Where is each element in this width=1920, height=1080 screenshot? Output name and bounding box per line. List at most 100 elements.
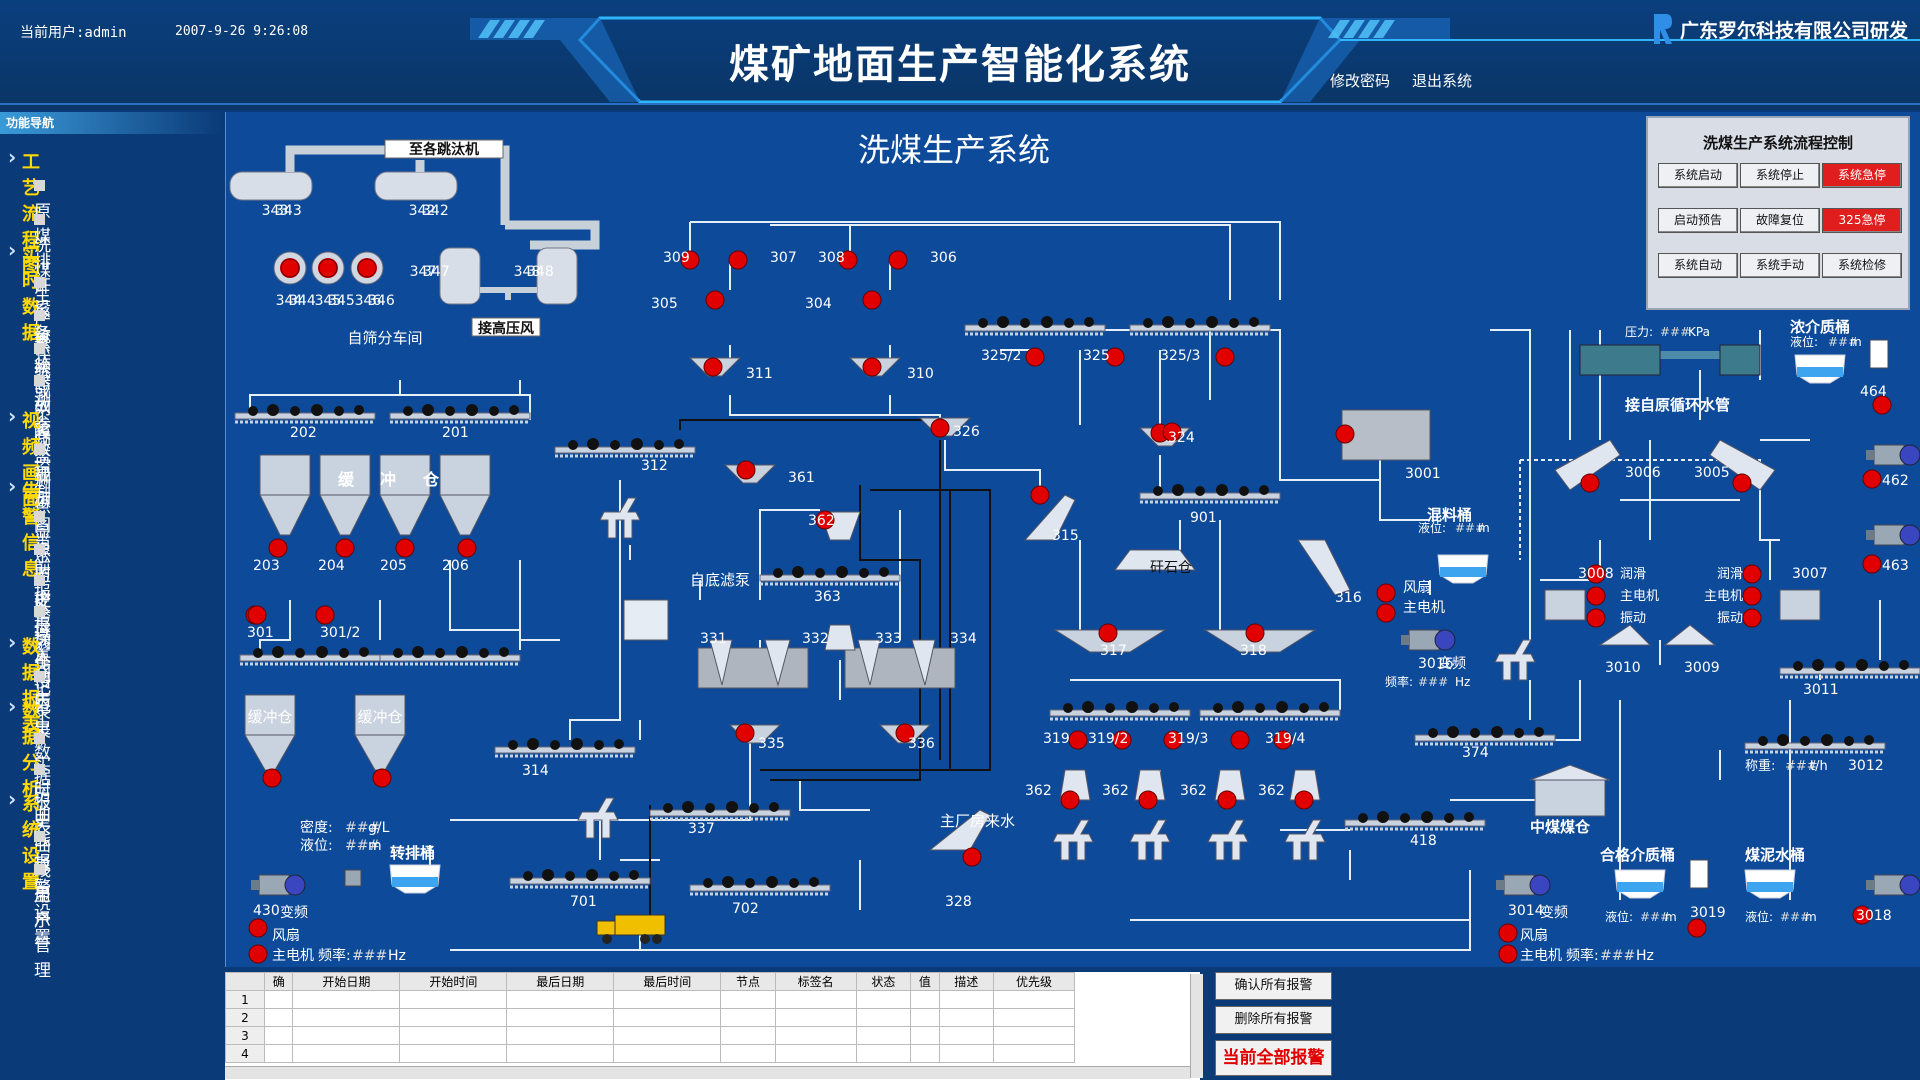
status-light[interactable]	[1498, 923, 1518, 943]
delete-all-alarms-button[interactable]: 删除所有报警	[1215, 1006, 1332, 1034]
status-light[interactable]	[457, 538, 477, 558]
status-light[interactable]	[838, 250, 858, 270]
status-light[interactable]	[395, 538, 415, 558]
status-light[interactable]	[1862, 554, 1882, 574]
current-all-alarms-button[interactable]: 当前全部报警	[1215, 1040, 1332, 1076]
status-light[interactable]	[1217, 790, 1237, 810]
fault-reset-button[interactable]: 故障复位	[1740, 208, 1820, 233]
status-light[interactable]	[1586, 586, 1606, 606]
status-light[interactable]	[318, 258, 338, 278]
status-light[interactable]	[372, 768, 392, 788]
status-light[interactable]	[247, 605, 267, 625]
status-light[interactable]	[1162, 422, 1182, 442]
start-warning-button[interactable]: 启动预告	[1658, 208, 1738, 233]
status-light[interactable]	[1732, 473, 1752, 493]
status-light[interactable]	[962, 847, 982, 867]
slime-water-label: 煤泥水桶	[1745, 846, 1805, 864]
status-light[interactable]	[1498, 944, 1518, 964]
table-row[interactable]: 2	[225, 1008, 1075, 1027]
status-light[interactable]	[357, 258, 377, 278]
status-light[interactable]	[862, 290, 882, 310]
status-light[interactable]	[736, 460, 756, 480]
col-status[interactable]: 状态	[855, 972, 912, 991]
status-light[interactable]	[1138, 790, 1158, 810]
status-light[interactable]	[862, 357, 882, 377]
col-desc[interactable]: 描述	[938, 972, 995, 991]
status-light[interactable]	[335, 538, 355, 558]
status-light[interactable]	[1025, 347, 1045, 367]
col-node[interactable]: 节点	[720, 972, 776, 991]
col-tag[interactable]: 标签名	[774, 972, 857, 991]
ack-all-alarms-button[interactable]: 确认所有报警	[1215, 972, 1332, 1000]
table-row[interactable]: 1	[225, 990, 1075, 1009]
status-light[interactable]	[1335, 424, 1355, 444]
svg-text:Hz: Hz	[388, 948, 406, 964]
status-light[interactable]	[1376, 603, 1396, 623]
status-light[interactable]	[888, 250, 908, 270]
status-light[interactable]	[262, 768, 282, 788]
col-ack[interactable]: 确	[263, 972, 294, 991]
status-light[interactable]	[1872, 395, 1892, 415]
status-light[interactable]	[1112, 730, 1132, 750]
status-light[interactable]	[1580, 473, 1600, 493]
status-light[interactable]	[1098, 623, 1118, 643]
system-stop-button[interactable]: 系统停止	[1740, 163, 1820, 188]
table-row[interactable]: 4	[225, 1044, 1075, 1063]
system-auto-button[interactable]: 系统自动	[1658, 253, 1738, 278]
status-light[interactable]	[248, 944, 268, 964]
system-maintenance-button[interactable]: 系统检修	[1822, 253, 1902, 278]
equipment-id-label: 336	[908, 736, 935, 752]
col-start-date[interactable]: 开始日期	[292, 972, 401, 991]
status-light[interactable]	[1742, 564, 1762, 584]
status-light[interactable]	[268, 538, 288, 558]
logout-link[interactable]: 退出系统	[1412, 72, 1473, 90]
nav-item-user-manage[interactable]: 用户管理	[34, 861, 51, 981]
status-light[interactable]	[1273, 730, 1293, 750]
col-last-date[interactable]: 最后日期	[506, 972, 615, 991]
status-light[interactable]	[248, 918, 268, 938]
status-light[interactable]	[1294, 790, 1314, 810]
emergency-stop-button[interactable]: 系统急停	[1822, 163, 1902, 188]
status-light[interactable]	[703, 357, 723, 377]
col-priority[interactable]: 优先级	[993, 972, 1075, 991]
status-light[interactable]	[1852, 905, 1872, 925]
table-row[interactable]: 3	[225, 1026, 1075, 1045]
status-light[interactable]	[1245, 623, 1265, 643]
status-light[interactable]	[1862, 469, 1882, 489]
to-jig-label: 至各跳汰机	[409, 141, 479, 158]
status-light[interactable]	[1586, 564, 1606, 584]
status-light[interactable]	[680, 250, 700, 270]
equipment-id-label: 463	[1882, 558, 1909, 574]
status-light[interactable]	[280, 258, 300, 278]
buffer-bin-1-label: 缓冲仓	[247, 708, 292, 726]
status-light[interactable]	[315, 605, 335, 625]
system-manual-button[interactable]: 系统手动	[1740, 253, 1820, 278]
status-light[interactable]	[1742, 608, 1762, 628]
status-light[interactable]	[728, 250, 748, 270]
alarm-table[interactable]: 确 开始日期 开始时间 最后日期 最后时间 节点 标签名 状态 值 描述 优先级…	[225, 972, 1203, 1080]
status-light[interactable]	[1030, 485, 1050, 505]
col-start-time[interactable]: 开始时间	[399, 972, 508, 991]
status-light[interactable]	[1687, 918, 1707, 938]
status-light[interactable]	[705, 290, 725, 310]
status-light[interactable]	[1163, 730, 1183, 750]
col-value[interactable]: 值	[910, 972, 940, 991]
system-start-button[interactable]: 系统启动	[1658, 163, 1738, 188]
status-light[interactable]	[1230, 730, 1250, 750]
horizontal-scrollbar[interactable]	[225, 1066, 1190, 1079]
status-light[interactable]	[895, 723, 915, 743]
status-light[interactable]	[1215, 347, 1235, 367]
vertical-scrollbar[interactable]	[1190, 974, 1203, 1078]
status-light[interactable]	[1742, 586, 1762, 606]
status-light[interactable]	[1586, 608, 1606, 628]
status-light[interactable]	[1068, 730, 1088, 750]
status-light[interactable]	[735, 723, 755, 743]
status-light[interactable]	[1060, 790, 1080, 810]
status-light[interactable]	[930, 418, 950, 438]
status-light[interactable]	[1105, 347, 1125, 367]
col-last-time[interactable]: 最后时间	[613, 972, 722, 991]
status-light[interactable]	[815, 510, 835, 530]
status-light[interactable]	[1376, 583, 1396, 603]
change-password-link[interactable]: 修改密码	[1330, 72, 1391, 90]
emergency-stop-325-button[interactable]: 325急停	[1822, 208, 1902, 233]
